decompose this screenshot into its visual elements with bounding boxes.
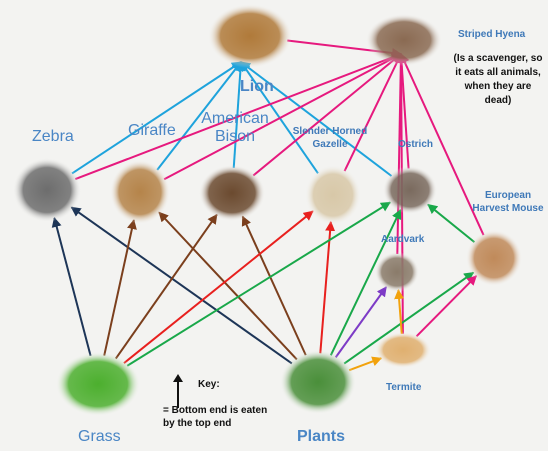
label-aardvark: Aardvark bbox=[381, 234, 425, 245]
lion-image bbox=[208, 4, 292, 68]
grass-image bbox=[56, 352, 140, 416]
photo-gazelle bbox=[305, 165, 361, 225]
arrow-mouse-to-ostrich bbox=[427, 203, 476, 243]
ostrich-image bbox=[383, 166, 437, 214]
gazelle-image bbox=[305, 165, 361, 225]
photo-ostrich bbox=[383, 166, 437, 214]
arrow-grass-to-giraffe bbox=[103, 219, 137, 356]
arrow-plants-to-gazelle bbox=[319, 220, 336, 354]
arrow-plants-to-ostrich bbox=[329, 208, 402, 356]
mouse-image bbox=[466, 230, 522, 286]
arrow-plants-to-termite bbox=[348, 356, 383, 372]
arrow-plants-to-aardvark bbox=[334, 286, 387, 358]
photo-mouse bbox=[466, 230, 522, 286]
key-arrow-icon bbox=[173, 374, 183, 408]
label-grass: Grass bbox=[78, 428, 121, 445]
label-giraffe: Giraffe bbox=[128, 122, 176, 139]
arrow-plants-to-giraffe bbox=[158, 211, 298, 361]
photo-aardvark bbox=[375, 252, 419, 292]
arrow-plants-to-zebra bbox=[70, 206, 293, 365]
label-gazelle: Slender Horned Gazelle bbox=[292, 126, 368, 150]
photo-hyena bbox=[366, 14, 442, 66]
arrow-zebra-to-lion bbox=[71, 61, 242, 175]
label-american-bison: American Bison bbox=[201, 110, 269, 145]
label-plants: Plants bbox=[297, 428, 346, 445]
hyena-image bbox=[366, 14, 442, 66]
label-striped-hyena: Striped Hyena bbox=[458, 29, 526, 40]
bison-image bbox=[199, 165, 265, 221]
arrow-bison-to-hyena bbox=[252, 53, 402, 177]
arrow-giraffe-to-lion bbox=[156, 61, 242, 171]
arrow-ostrich-to-hyena bbox=[396, 53, 410, 169]
arrow-grass-to-zebra bbox=[51, 216, 92, 357]
arrow-ostrich-to-lion bbox=[240, 61, 393, 177]
giraffe-image bbox=[110, 160, 170, 224]
arrow-mouse-to-hyena bbox=[400, 53, 485, 236]
arrow-grass-to-gazelle bbox=[123, 210, 314, 364]
arrow-gazelle-to-hyena bbox=[343, 53, 402, 172]
arrow-bison-to-lion bbox=[232, 61, 246, 168]
arrow-zebra-to-hyena bbox=[74, 52, 402, 181]
label-lion: Lion bbox=[240, 78, 274, 95]
key-title: Key: bbox=[198, 379, 220, 390]
photo-lion bbox=[208, 4, 292, 68]
arrow-plants-to-bison bbox=[241, 215, 307, 356]
label-harvest-mouse: European Harvest Mouse bbox=[472, 190, 544, 214]
photo-termite bbox=[375, 332, 431, 368]
photo-plants bbox=[280, 350, 356, 414]
arrow-plants-to-mouse bbox=[343, 271, 475, 365]
hyena-note: (Is a scavenger, so it eats all animals,… bbox=[453, 53, 543, 106]
photo-grass bbox=[56, 352, 140, 416]
zebra-image bbox=[13, 158, 81, 222]
label-termite: Termite bbox=[386, 382, 422, 393]
animal-photos bbox=[13, 4, 522, 416]
photo-bison bbox=[199, 165, 265, 221]
photo-giraffe bbox=[110, 160, 170, 224]
arrow-termite-to-mouse bbox=[415, 275, 477, 338]
arrow-giraffe-to-hyena bbox=[163, 53, 402, 181]
photo-zebra bbox=[13, 158, 81, 222]
plants-image bbox=[280, 350, 356, 414]
key-description: = Bottom end is eaten by the top end bbox=[163, 405, 268, 429]
arrow-grass-to-bison bbox=[115, 213, 218, 360]
arrow-grass-to-ostrich bbox=[126, 201, 391, 367]
aardvark-image bbox=[375, 252, 419, 292]
termite-image bbox=[375, 332, 431, 368]
label-ostrich: Ostrich bbox=[398, 139, 434, 150]
label-zebra: Zebra bbox=[32, 128, 74, 145]
arrow-termite-to-aardvark bbox=[394, 288, 405, 334]
